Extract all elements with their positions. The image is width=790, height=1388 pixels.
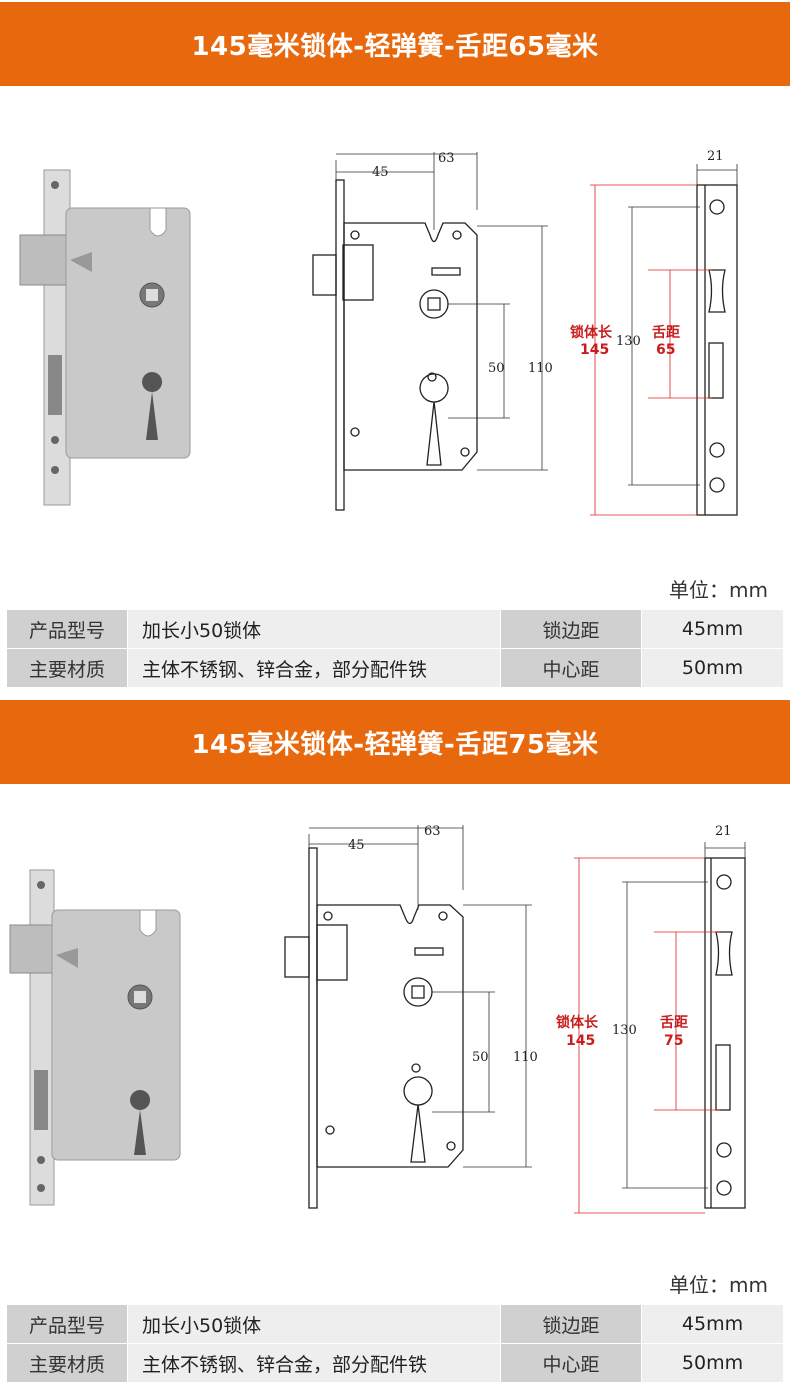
spec-key: 中心距 <box>500 1343 642 1383</box>
front-view-dimensions <box>335 152 548 471</box>
table-row: 主要材质 主体不锈钢、锌合金，部分配件铁 中心距 50mm <box>6 1343 784 1383</box>
dim-backset: 45 <box>372 165 389 180</box>
dim-hole-distance: 130 <box>612 1023 637 1038</box>
spec-key: 中心距 <box>500 648 642 688</box>
side-view-drawing <box>696 184 738 516</box>
unit-label: 单位：mm <box>669 578 768 602</box>
table-row: 产品型号 加长小50锁体 锁边距 45mm <box>6 609 784 649</box>
spec-value: 主体不锈钢、锌合金，部分配件铁 <box>127 1343 501 1383</box>
dim-faceplate-width: 21 <box>715 824 732 839</box>
product-section-1: 145毫米锁体-轻弹簧-舌距65毫米 <box>0 2 790 688</box>
spec-value: 主体不锈钢、锌合金，部分配件铁 <box>127 648 501 688</box>
lock-diagram: 45 63 50 110 21 130 锁体长 145 <box>19 149 738 516</box>
dim-body-height: 110 <box>513 1050 538 1065</box>
side-view-drawing <box>704 857 746 1209</box>
length-value: 145 <box>566 1033 595 1049</box>
spec-key: 产品型号 <box>6 1304 128 1344</box>
lock-photo <box>19 169 191 506</box>
section-title: 145毫米锁体-轻弹簧-舌距75毫米 <box>0 700 790 784</box>
dim-faceplate-width: 21 <box>707 149 724 164</box>
spec-value: 45mm <box>641 609 784 649</box>
dim-backset: 45 <box>348 838 365 853</box>
spec-key: 锁边距 <box>500 1304 642 1344</box>
spec-value: 45mm <box>641 1304 784 1344</box>
spec-key: 锁边距 <box>500 609 642 649</box>
spec-key: 主要材质 <box>6 648 128 688</box>
side-view-dimensions <box>574 842 746 1214</box>
lock-diagram: 45 63 50 110 21 130 锁体长 145 <box>9 824 746 1214</box>
spec-table: 产品型号 加长小50锁体 锁边距 45mm 主要材质 主体不锈钢、锌合金，部分配… <box>6 609 784 688</box>
front-view-drawing <box>284 847 464 1209</box>
lock-photo <box>9 869 181 1206</box>
length-value: 145 <box>580 342 609 358</box>
spec-value: 50mm <box>641 1343 784 1383</box>
dim-width: 63 <box>438 151 455 166</box>
spec-key: 主要材质 <box>6 1343 128 1383</box>
tongue-label: 舌距 <box>652 324 680 341</box>
spec-value: 加长小50锁体 <box>127 609 501 649</box>
tongue-value: 65 <box>656 342 675 358</box>
spec-table: 产品型号 加长小50锁体 锁边距 45mm 主要材质 主体不锈钢、锌合金，部分配… <box>6 1304 784 1383</box>
spec-key: 产品型号 <box>6 609 128 649</box>
dim-center: 50 <box>472 1050 489 1065</box>
table-row: 主要材质 主体不锈钢、锌合金，部分配件铁 中心距 50mm <box>6 648 784 688</box>
dim-width: 63 <box>424 824 441 839</box>
spec-value: 加长小50锁体 <box>127 1304 501 1344</box>
tongue-value: 75 <box>664 1033 683 1049</box>
spec-value: 50mm <box>641 648 784 688</box>
section-title: 145毫米锁体-轻弹簧-舌距65毫米 <box>0 2 790 86</box>
dim-hole-distance: 130 <box>616 334 641 349</box>
dim-center: 50 <box>488 361 505 376</box>
front-view-drawing <box>312 179 478 511</box>
dim-body-height: 110 <box>528 361 553 376</box>
front-view-dimensions <box>308 825 532 1168</box>
tongue-label: 舌距 <box>660 1014 688 1031</box>
product-section-2: 145毫米锁体-轻弹簧-舌距75毫米 <box>0 695 790 1388</box>
length-label: 锁体长 <box>556 1014 599 1031</box>
side-view-dimensions <box>590 164 738 516</box>
table-row: 产品型号 加长小50锁体 锁边距 45mm <box>6 1304 784 1344</box>
unit-label: 单位：mm <box>669 1273 768 1297</box>
length-label: 锁体长 <box>570 324 613 341</box>
